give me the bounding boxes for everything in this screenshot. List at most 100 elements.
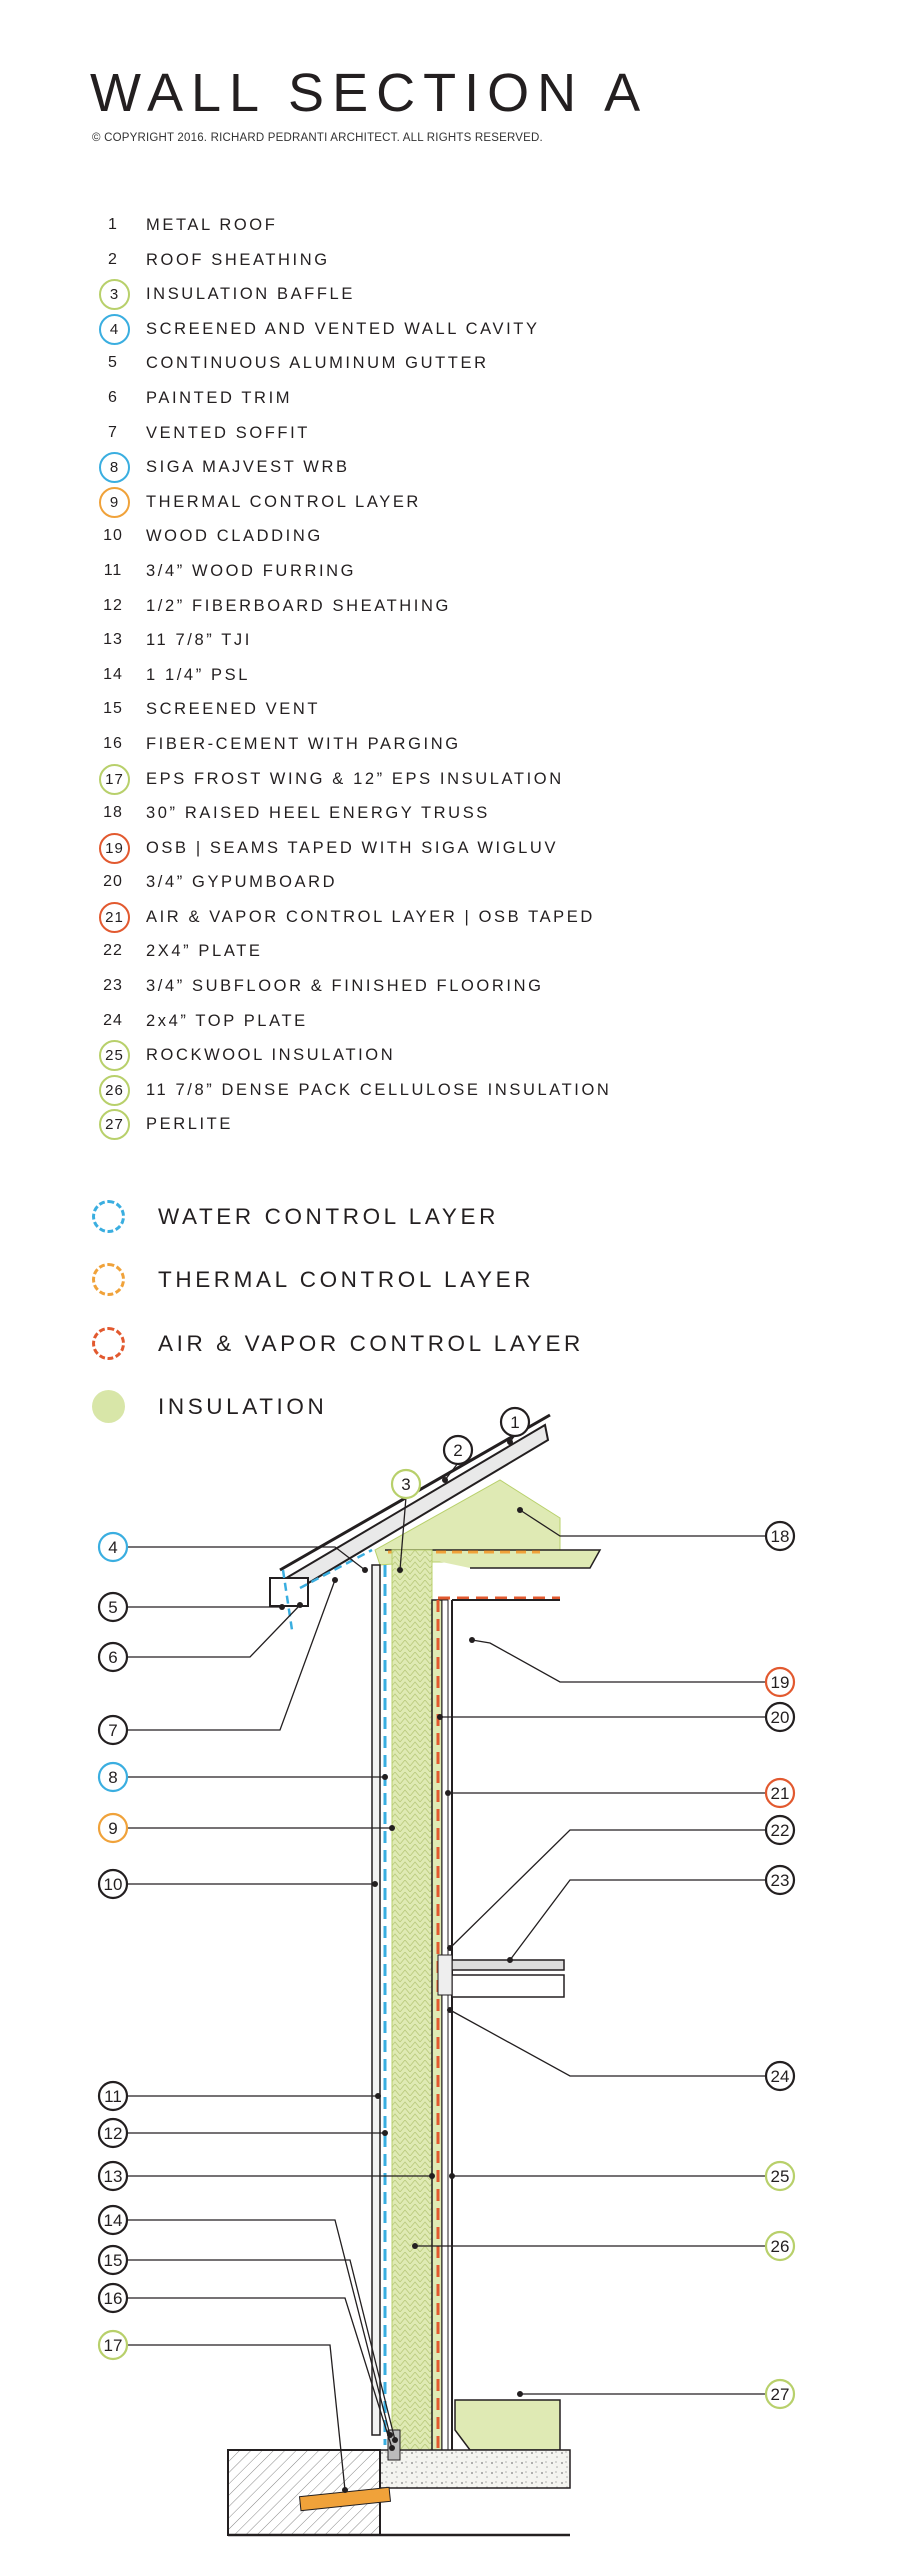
legend-item-number: 23 [103,977,123,995]
callout-leader [127,2259,396,2441]
legend-item-label: 3/4” GYPUMBOARD [146,873,338,892]
wall-section-drawing: 1234567891011121314151617181920212223242… [97,1406,796,2537]
legend-item-label: FIBER-CEMENT WITH PARGING [146,734,461,753]
callout-number: 9 [108,1819,117,1838]
key-item-thermal: THERMAL CONTROL LAYER [92,1261,792,1305]
callout-number: 19 [771,1673,790,1692]
callout-leader [127,1604,301,1658]
callout-number: 6 [108,1648,117,1667]
leader-dot [429,2173,435,2179]
callout-marker: 9 [97,1812,129,1844]
callout-leader [509,1879,766,1961]
wood-cladding [371,1564,381,2436]
callout-number: 13 [104,2167,123,2186]
callout-number: 18 [771,1527,790,1546]
callout-marker: 16 [97,2282,129,2314]
callout-marker: 17 [97,2329,129,2361]
callout-marker: 11 [97,2080,129,2112]
legend-item-label: WOOD CLADDING [146,527,323,546]
legend-item-number: 27 [99,1109,130,1141]
legend-item-number: 3 [99,279,130,311]
callout-marker: 5 [97,1591,129,1623]
legend-item-label: OSB | SEAMS TAPED WITH SIGA WIGLUV [146,838,559,857]
callout-number: 10 [104,1875,123,1894]
callout-number: 1 [510,1413,519,1432]
callout-circle [97,2160,129,2192]
legend-item: 12 1/2” FIBERBOARD SHEATHING [96,591,796,626]
legend-item: 10 WOOD CLADDING [96,521,796,556]
legend-item-label: AIR & VAPOR CONTROL LAYER | OSB TAPED [146,907,595,926]
legend-item: 21 AIR & VAPOR CONTROL LAYER | OSB TAPED [96,901,796,937]
callout-circle [764,2230,796,2262]
legend-item-label: 1/2” FIBERBOARD SHEATHING [146,596,451,615]
foundation-slab [379,2449,571,2489]
legend-item-label: PERLITE [146,1115,233,1134]
callout-circle [97,2117,129,2149]
legend-item-number: 21 [99,901,130,933]
legend-item-label: PAINTED TRIM [146,388,293,407]
legend-item-number: 15 [103,700,123,718]
leader-dot [442,1477,448,1483]
legend-item: 27 PERLITE [96,1109,796,1144]
callout-circle [390,1468,422,1500]
callout-circle [499,1406,531,1438]
legend-item-number: 26 [99,1074,130,1106]
callout-leader [127,2344,346,2491]
callout-marker: 20 [764,1701,796,1733]
legend-item-label: 2x4” TOP PLATE [146,1011,308,1030]
callout-marker: 22 [764,1814,796,1846]
callout-marker: 19 [764,1666,796,1698]
callout-number: 25 [771,2167,790,2186]
legend-item-label: SCREENED AND VENTED WALL CAVITY [146,319,540,338]
legend-item-number: 10 [103,527,123,545]
legend-item-label: ROCKWOOL INSULATION [146,1046,396,1065]
callout-number: 23 [771,1871,790,1890]
legend-item-number: 11 [103,561,123,579]
leader-dot [332,1577,338,1583]
callout-circle [764,2060,796,2092]
exterior-insulation [391,1549,433,2451]
callout-number: 2 [453,1441,462,1460]
callout-circle [97,1868,129,1900]
copyright-notice: © COPYRIGHT 2016. RICHARD PEDRANTI ARCHI… [92,132,543,144]
key-item-water: WATER CONTROL LAYER [92,1198,792,1242]
callout-circle [97,1641,129,1673]
leader-dot [449,2173,455,2179]
callout-number: 26 [771,2237,790,2256]
floor-joist-band [451,1974,565,1998]
callout-number: 20 [771,1708,790,1727]
callout-circle [442,1434,474,1466]
legend-item-number: 13 [103,631,123,649]
legend-item-number: 12 [103,596,123,614]
legend-item-number: 4 [99,313,130,345]
legend-item-label: SIGA MAJVEST WRB [146,458,350,477]
osb-air-layer [441,1599,449,2461]
leader-dot [445,1790,451,1796]
legend-item-number: 16 [103,734,123,752]
leader-dot [362,1567,368,1573]
leader-dot [437,1714,443,1720]
baffle-water-line [299,1548,373,1590]
callout-marker: 1 [499,1406,531,1438]
callout-circle [764,1777,796,1809]
callout-number: 15 [104,2251,123,2270]
callout-circle [764,2378,796,2410]
legend-item-number: 9 [99,486,130,518]
callout-circle [97,1591,129,1623]
dashed-circle-icon [92,1263,125,1296]
callout-marker: 12 [97,2117,129,2149]
callout-marker: 2 [442,1434,474,1466]
key-item-label: WATER CONTROL LAYER [158,1204,499,1229]
key-item-label: THERMAL CONTROL LAYER [158,1267,535,1292]
callout-marker: 18 [764,1520,796,1552]
